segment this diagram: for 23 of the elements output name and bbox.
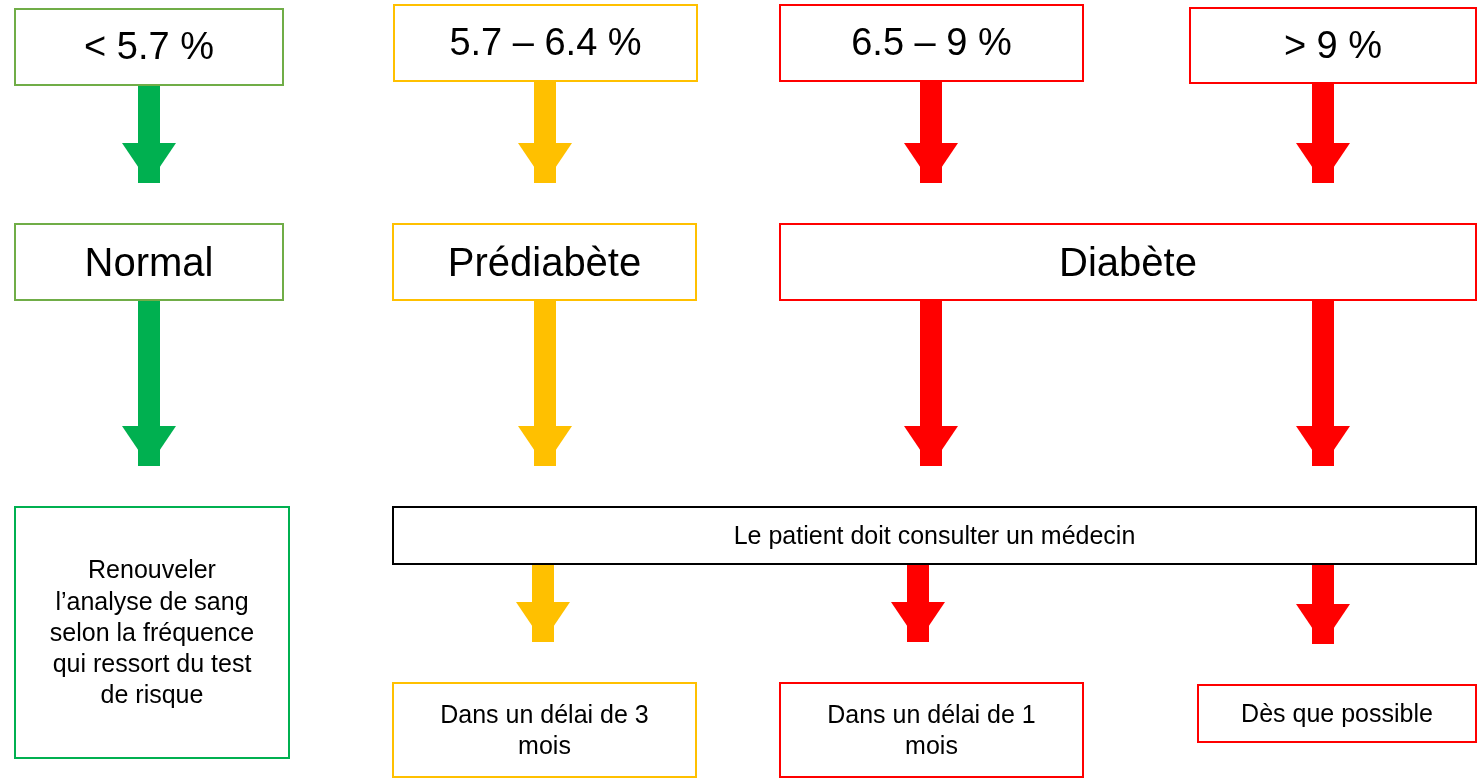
arrow bbox=[1296, 565, 1350, 644]
arrow bbox=[122, 301, 176, 466]
arrow bbox=[891, 565, 945, 642]
process-box: Dès que possible bbox=[1197, 684, 1477, 743]
process-box: Le patient doit consulter un médecin bbox=[392, 506, 1477, 565]
process-box: Normal bbox=[14, 223, 284, 301]
process-box: Dans un délai de 1 mois bbox=[779, 682, 1084, 778]
process-box: Renouveler l’analyse de sang selon la fréquence qui ressort du test de risque bbox=[14, 506, 290, 759]
process-box: > 9 % bbox=[1189, 7, 1477, 84]
arrow bbox=[518, 301, 572, 466]
arrow bbox=[904, 82, 958, 183]
process-box: 6.5 – 9 % bbox=[779, 4, 1084, 82]
arrow bbox=[1296, 301, 1350, 466]
process-box: Dans un délai de 3 mois bbox=[392, 682, 697, 778]
arrow bbox=[1296, 84, 1350, 183]
arrow bbox=[518, 82, 572, 183]
process-box: Prédiabète bbox=[392, 223, 697, 301]
arrow bbox=[122, 86, 176, 183]
arrow bbox=[516, 565, 570, 642]
process-box: < 5.7 % bbox=[14, 8, 284, 86]
process-box: Diabète bbox=[779, 223, 1477, 301]
arrow bbox=[904, 301, 958, 466]
process-box: 5.7 – 6.4 % bbox=[393, 4, 698, 82]
